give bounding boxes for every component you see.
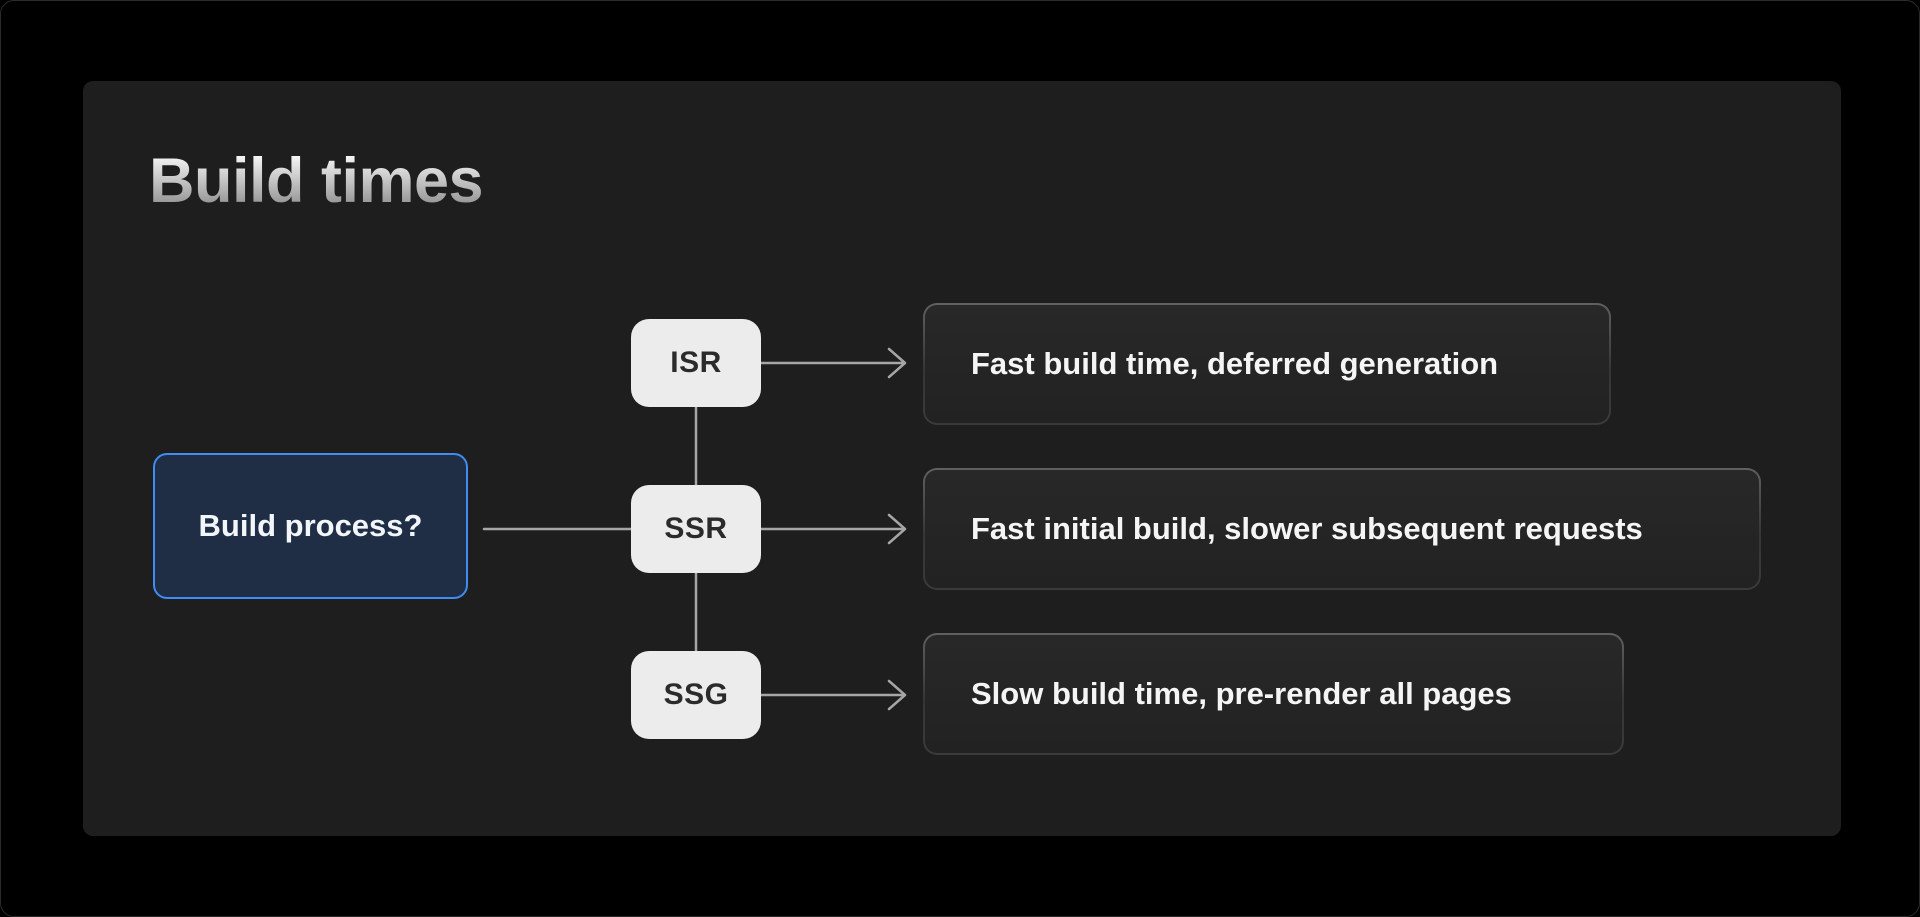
arrowhead-ssr-icon	[887, 513, 907, 545]
page-title: Build times	[149, 146, 484, 216]
root-node-build-process: Build process?	[153, 453, 468, 599]
node-ssg: SSG	[631, 651, 761, 739]
arrowhead-isr-icon	[887, 347, 907, 379]
node-isr: ISR	[631, 319, 761, 407]
result-ssg-text: Slow build time, pre-render all pages	[971, 676, 1512, 711]
result-ssr-text: Fast initial build, slower subsequent re…	[971, 511, 1643, 546]
result-card-ssg: Slow build time, pre-render all pages	[923, 633, 1624, 755]
result-isr-text: Fast build time, deferred generation	[971, 346, 1499, 381]
node-ssg-label: SSG	[663, 678, 729, 711]
node-ssr: SSR	[631, 485, 761, 573]
root-node-label: Build process?	[198, 508, 423, 543]
diagram-card: Build times Build process? ISR SSR SSG F…	[83, 81, 1841, 836]
arrowhead-ssg-icon	[887, 679, 907, 711]
node-isr-label: ISR	[670, 346, 722, 379]
result-card-ssr: Fast initial build, slower subsequent re…	[923, 468, 1761, 590]
result-card-isr: Fast build time, deferred generation	[923, 303, 1611, 425]
node-ssr-label: SSR	[664, 512, 728, 545]
